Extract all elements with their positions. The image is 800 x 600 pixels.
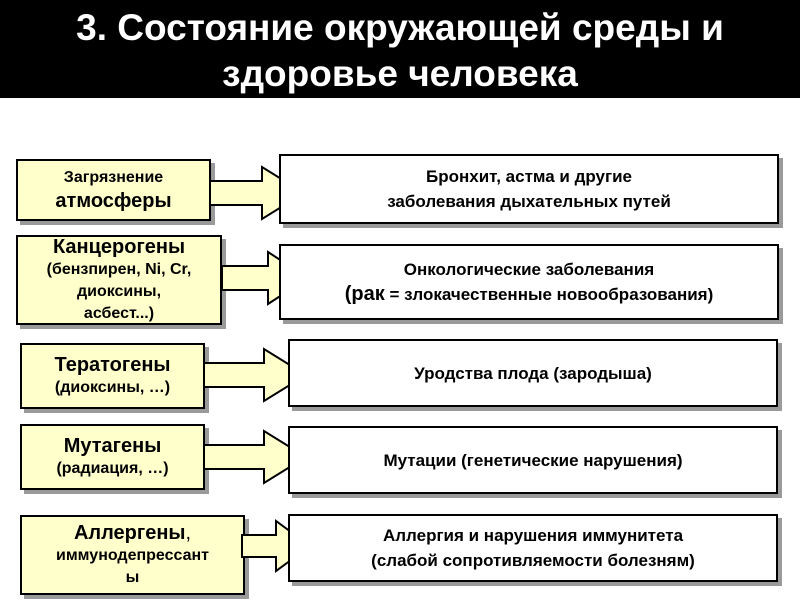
cause-box-teratogens: Тератогены (диоксины, …) xyxy=(20,343,205,409)
cause-box-carcinogens: Канцерогены (бензпирен, Ni, Cr, диоксины… xyxy=(16,235,222,325)
cause-box-allergens: Аллергены, иммунодепрессант ы xyxy=(20,515,245,595)
effect-line: Онкологические заболевания xyxy=(403,260,655,279)
cause-example: асбест...) xyxy=(83,305,155,322)
effect-line: (рак = злокачественные новообразования) xyxy=(345,282,714,307)
effect-box-respiratory: Бронхит, астма и другие заболевания дыха… xyxy=(279,154,779,224)
arrow-right-icon xyxy=(203,429,308,485)
cause-box-mutagens: Мутагены (радиация, …) xyxy=(20,424,205,490)
effect-line: (слабой сопротивляемости болезням) xyxy=(371,551,695,570)
cause-example: (диоксины, …) xyxy=(54,379,171,396)
title-line-1: 3. Состояние окружающей среды и xyxy=(76,7,724,48)
cause-title: атмосферы xyxy=(55,190,172,212)
effect-line: Мутации (генетические нарушения) xyxy=(383,450,683,470)
effect-line-rest: = злокачественные новообразования) xyxy=(384,285,714,304)
cause-title: Аллергены, xyxy=(74,521,191,545)
cause-title: Канцерогены xyxy=(52,236,186,258)
effect-line: Бронхит, астма и другие xyxy=(426,167,632,186)
cause-title: Мутагены xyxy=(63,435,162,457)
effect-line: Уродства плода (зародыша) xyxy=(414,363,652,383)
title-line-2: здоровье человека xyxy=(222,53,578,94)
cause-example: ы xyxy=(125,569,140,586)
cause-example: (радиация, …) xyxy=(56,460,169,477)
cause-example: иммунодепрессант xyxy=(56,547,209,564)
effect-box-oncology: Онкологические заболевания (рак = злокач… xyxy=(279,244,779,320)
cause-title-text: Аллергены xyxy=(73,522,186,544)
effect-line: Аллергия и нарушения иммунитета xyxy=(382,526,684,545)
page-title: 3. Состояние окружающей среды и здоровье… xyxy=(0,0,800,98)
cause-title-suffix: , xyxy=(185,522,192,544)
cause-example: диоксины, xyxy=(76,283,162,300)
effect-line: заболевания дыхательных путей xyxy=(387,192,671,211)
effect-emphasis: (рак xyxy=(344,283,385,305)
effect-box-allergy-immunity: Аллергия и нарушения иммунитета (слабой … xyxy=(288,514,778,582)
cause-label: Загрязнение xyxy=(63,169,164,186)
effect-box-mutations: Мутации (генетические нарушения) xyxy=(288,426,778,494)
cause-box-air-pollution: Загрязнение атмосферы xyxy=(16,159,211,221)
cause-title: Тератогены xyxy=(54,354,171,376)
arrow-right-icon xyxy=(203,347,308,403)
effect-box-fetal-deformities: Уродства плода (зародыша) xyxy=(288,339,778,407)
cause-example: (бензпирен, Ni, Cr, xyxy=(46,261,192,278)
